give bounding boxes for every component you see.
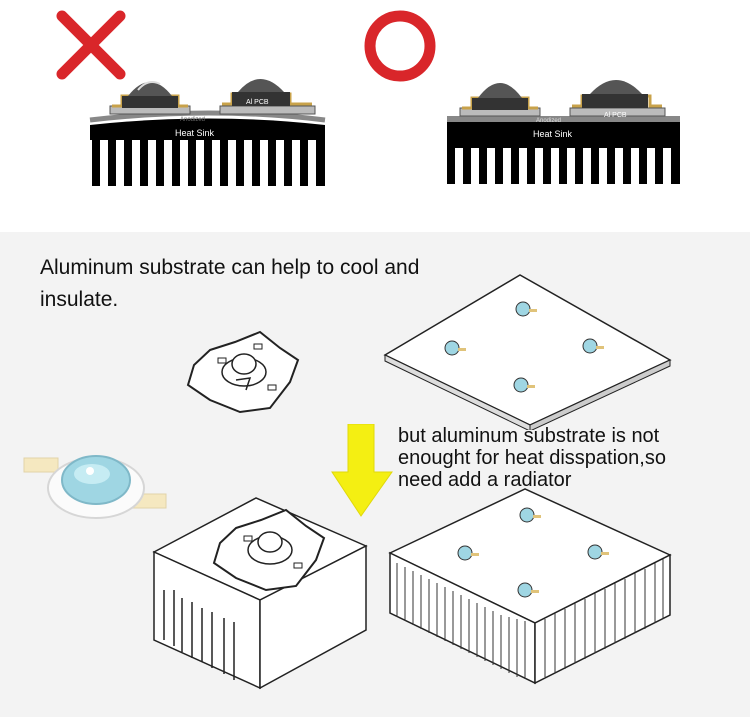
radiator-caption-line-3: need add a radiator (398, 469, 572, 491)
anodized-label: Anodized (536, 118, 561, 124)
correct-mounting-diagram: Heat Sink Anodized Al PCB (364, 10, 680, 186)
led-icon (587, 544, 609, 560)
led-icon (457, 545, 479, 561)
down-arrow-icon (331, 424, 393, 517)
heat-sink-label: Heat Sink (533, 129, 573, 139)
large-heat-sink-with-leds (388, 488, 672, 685)
al-pcb-label: Al PCB (246, 99, 269, 106)
heat-sink-fins (92, 134, 325, 186)
high-power-led (23, 455, 167, 519)
heat-sink-fins (396, 559, 664, 679)
star-pcb-led (186, 330, 300, 414)
al-pcb-label: Al PCB (604, 112, 627, 119)
circle-icon (364, 10, 436, 82)
heat-sink-base (90, 118, 325, 140)
anodized-label: Anodized (180, 117, 205, 123)
led-icon (515, 301, 537, 317)
led-icon (444, 340, 466, 356)
cross-icon (56, 10, 126, 80)
heat-sink-label: Heat Sink (175, 128, 215, 138)
led-icon (517, 582, 539, 598)
radiator-caption-line-1: but aluminum substrate is not (398, 425, 660, 447)
radiator-caption: but aluminum substrate is not enought fo… (398, 425, 743, 491)
heat-sink-fins (163, 590, 235, 680)
led-icon (513, 377, 535, 393)
incorrect-mounting-diagram: Heat Sink Anodized Al PCB (56, 10, 326, 186)
heat-sink-fins (447, 122, 680, 184)
led-icon (582, 338, 604, 354)
radiator-caption-line-2: enought for heat disspation,so (398, 447, 666, 469)
cooling-caption: Aluminum substrate can help to cool and … (40, 256, 420, 311)
small-heat-sink-with-star-pcb (152, 497, 368, 690)
led-icon (519, 507, 541, 523)
aluminum-plate-with-leds (383, 274, 672, 430)
